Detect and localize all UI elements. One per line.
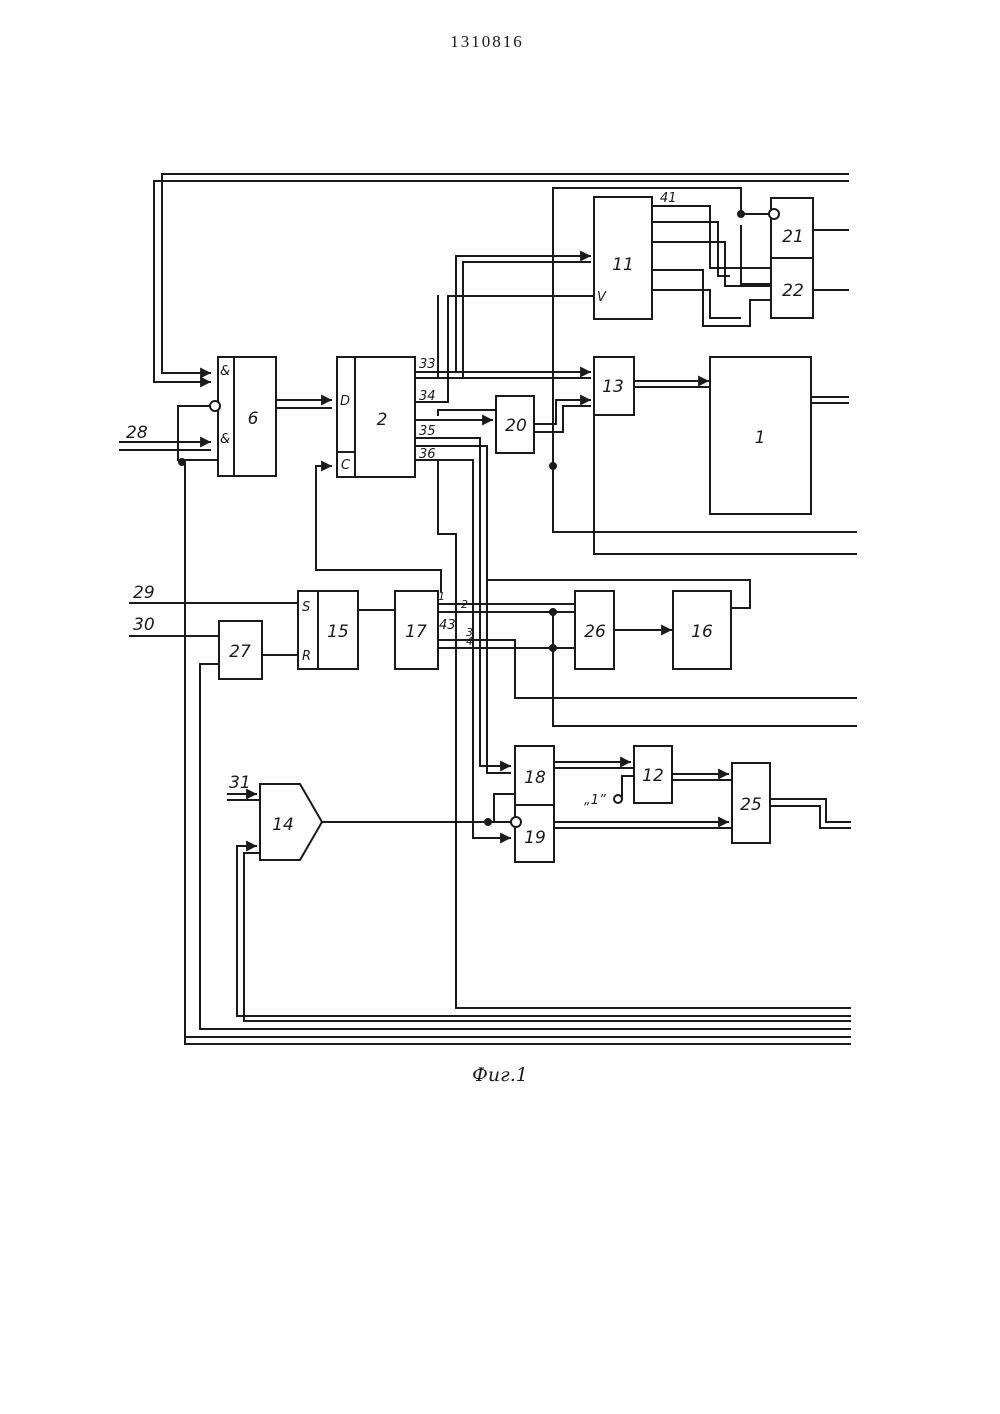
block-12-label: 12	[642, 766, 664, 786]
pin-r: R	[302, 649, 311, 664]
pin-36: 36	[419, 447, 436, 462]
block-15-label: 15	[327, 622, 349, 642]
input-30-label: 30	[133, 615, 155, 635]
pin-s: S	[302, 600, 310, 615]
block-1-label: 1	[755, 428, 766, 448]
pin-and-2: &	[220, 432, 230, 447]
block-21-label: 21	[782, 227, 804, 247]
pin-41: 41	[660, 191, 677, 206]
input-28-label: 28	[126, 423, 148, 443]
pin-2: 2	[461, 598, 468, 611]
block-19-label: 19	[524, 828, 546, 848]
pin-35: 35	[419, 424, 436, 439]
block-17-label: 17	[405, 622, 427, 642]
pin-1: 1	[438, 590, 445, 603]
pin-v: V	[597, 290, 607, 305]
block-25-label: 25	[740, 795, 762, 815]
pin-43: 43	[439, 618, 456, 633]
block-11-label: 11	[612, 255, 634, 275]
block-22-label: 22	[782, 281, 804, 301]
block-27-label: 27	[229, 642, 251, 662]
pin-34: 34	[419, 389, 436, 404]
document-number: 1310816	[450, 32, 524, 51]
figure-caption: Фиг.1	[472, 1064, 528, 1086]
block-18-label: 18	[524, 768, 546, 788]
constant-one-label: „1”	[584, 793, 606, 808]
block-6-label: 6	[248, 409, 259, 429]
input-31-label: 31	[229, 773, 251, 793]
block-26-label: 26	[584, 622, 606, 642]
pin-d: D	[340, 394, 350, 409]
pin-c: C	[341, 458, 351, 473]
block-16-label: 16	[691, 622, 713, 642]
pin-33: 33	[419, 357, 436, 372]
pin-4: 4	[466, 635, 473, 648]
pin-and-1: &	[220, 364, 230, 379]
block-2-label: 2	[377, 410, 388, 430]
block-20-label: 20	[505, 416, 527, 436]
block-14-label: 14	[272, 815, 294, 835]
block-13-label: 13	[602, 377, 624, 397]
input-29-label: 29	[133, 583, 155, 603]
